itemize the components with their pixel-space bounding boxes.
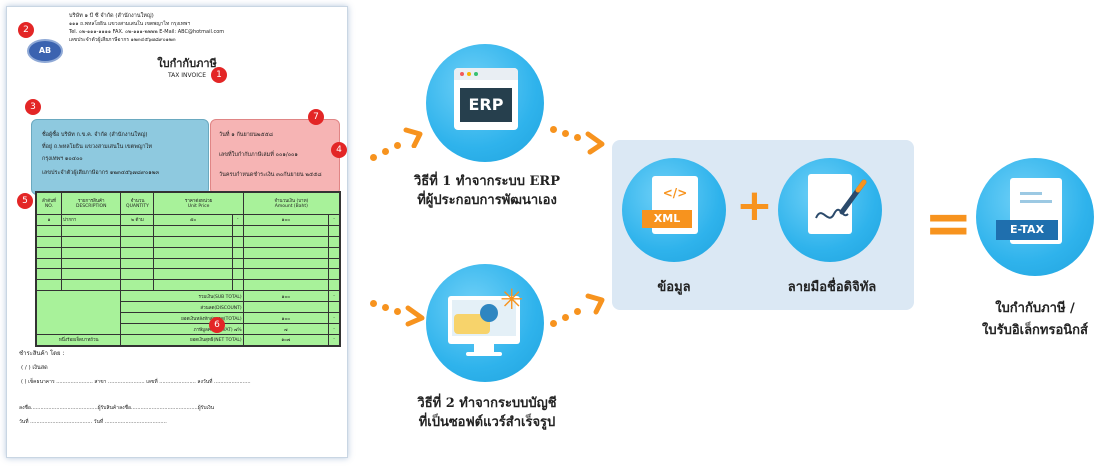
gear-icon: ✳ xyxy=(500,283,524,316)
summary-row: ภาษีมูลค่าเพิ่ม(VAT) ๗%๗- xyxy=(35,323,340,335)
company-contact: Tel. ๐๒-๑๑๑-๑๑๑๑ FAX. ๐๒-๑๑๑-๒๒๒๒ E-Mail… xyxy=(69,29,225,35)
signature-line: ลงชื่อ..................................… xyxy=(19,405,215,411)
company-logo: AB xyxy=(27,39,63,63)
marker-2: 2 xyxy=(18,22,34,38)
company-name: บริษัท ๑ บี ซี จำกัด (สำนักงานใหญ่) xyxy=(69,13,154,19)
invoice-title-th: ใบกำกับภาษี xyxy=(157,57,217,70)
data-signature-panel: </> XML ข้อมูล + ลายมือชื่อดิจิทัล xyxy=(612,140,914,310)
method-2-caption: วิธีที่ 2 ทำจากระบบบัญชีที่เป็นซอฟต์แวร์… xyxy=(417,396,557,430)
marker-4: 4 xyxy=(331,142,347,158)
marker-7: 7 xyxy=(308,109,324,125)
marker-3: 3 xyxy=(25,99,41,115)
table-row xyxy=(36,224,340,237)
header-amount: จำนวนเงิน (บาท)Amount (Baht) xyxy=(242,192,341,215)
summary-row: ส่วนลด(DISCOUNT) xyxy=(35,301,340,314)
erp-text: ERP xyxy=(460,88,512,122)
payment-title: ชำระสินค้า โดย : xyxy=(19,350,65,357)
payment-cash: ( / ) เงินสด xyxy=(21,365,48,371)
arrow-to-erp xyxy=(368,122,428,166)
buyer-line: กรุงเทพฯ ๑๐๔๐๐ xyxy=(42,156,83,162)
table-row xyxy=(36,268,340,281)
marker-1: 1 xyxy=(211,67,227,83)
etax-document-icon: E-TAX xyxy=(976,158,1094,276)
accounting-software-icon: ✳ xyxy=(426,264,544,382)
plus-icon: + xyxy=(736,180,773,231)
erp-system-icon: ERP xyxy=(426,44,544,162)
doc-line: วันที่ ๑ กันยายน๒๕๕๘ xyxy=(219,132,274,138)
document-info-box: วันที่ ๑ กันยายน๒๕๕๘ เลขที่ใบกำกับภาษีเล… xyxy=(210,119,340,195)
company-address: ๑๑๑ ถ.พหลโยธิน แขวงสามเสนใน เขตพญาไท กรุ… xyxy=(69,21,191,27)
summary-row: ยอดเงินหลังหักส่วนลด(TOTAL)๑๐๐- xyxy=(35,312,340,325)
invoice-title-en: TAX INVOICE xyxy=(167,72,207,79)
header-no: ลำดับที่NO. xyxy=(36,192,62,215)
code-icon: </> xyxy=(662,186,688,200)
arrow-software-to-panel xyxy=(548,290,610,332)
company-taxid: เลขประจำตัวผู้เสียภาษีอากร ๑๒๓๔๕๖๗๘๙๐๑๒๓ xyxy=(69,37,176,43)
summary-row: รวมเงิน(SUB TOTAL)๑๐๐- xyxy=(35,290,340,303)
table-row xyxy=(36,279,340,292)
marker-5: 5 xyxy=(17,193,33,209)
xml-data-icon: </> XML xyxy=(622,158,726,262)
signature-date-line: วันที่ .................................… xyxy=(19,419,167,425)
digital-signature-icon xyxy=(778,158,882,262)
summary-row: หนึ่งร้อยเจ็ดบาทถ้วนยอดเงินสุทธิ(NET TOT… xyxy=(35,333,340,347)
buyer-info-box: ชื่อผู้ซื้อ บริษัท ก.ข.ค. จำกัด (สำนักงา… xyxy=(31,119,209,195)
tax-invoice-sample: บริษัท ๑ บี ซี จำกัด (สำนักงานใหญ่) ๑๑๑ … xyxy=(6,6,348,458)
table-row xyxy=(36,235,340,248)
buyer-line: ที่อยู่ ถ.พหลโยธิน แขวงสามเสนใน เขตพญาไท xyxy=(42,144,152,150)
table-row xyxy=(36,246,340,259)
etax-text: E-TAX xyxy=(996,220,1058,240)
buyer-line: เลขประจำตัวผู้เสียภาษีอากร ๑๒๓๔๕๖๗๘๙๐๑๒๓ xyxy=(42,170,160,176)
table-row: ๑ ปากกา ๒ ด้าม ๕๐ - ๑๐๐ - xyxy=(36,213,340,226)
data-label: ข้อมูล xyxy=(657,280,691,295)
doc-line: เลขที่ใบกำกับภาษีเล่มที่ ๐๐๑/๐๐๑ xyxy=(219,152,298,158)
result-caption: ใบกำกับภาษี /ใบรับอิเล็กทรอนิกส์ xyxy=(982,301,1088,338)
doc-line: วันครบกำหนดชำระเงิน ๓๐กันยายน ๒๕๕๘ xyxy=(219,172,322,178)
xml-text: XML xyxy=(642,210,692,228)
equals-icon: = xyxy=(924,189,973,257)
marker-6: 6 xyxy=(209,317,225,333)
arrow-to-accounting xyxy=(368,294,428,334)
digital-signature-label: ลายมือชื่อดิจิทัล xyxy=(787,280,877,295)
table-row xyxy=(36,257,340,270)
payment-cheque: ( ) เช็คธนาคาร ....................... ส… xyxy=(21,379,251,385)
arrow-erp-to-panel xyxy=(548,122,610,164)
buyer-line: ชื่อผู้ซื้อ บริษัท ก.ข.ค. จำกัด (สำนักงา… xyxy=(42,132,148,138)
